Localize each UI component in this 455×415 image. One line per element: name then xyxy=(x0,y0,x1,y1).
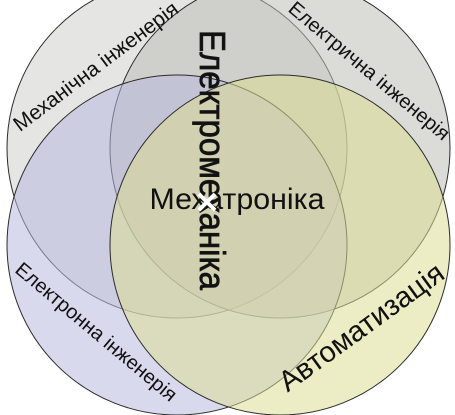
circle-automation xyxy=(109,74,451,415)
center-label-mechatronics: Мехатроніка xyxy=(150,183,325,216)
vertical-label-electromechanics: Електромеханіка xyxy=(192,30,233,291)
cross-mark: ✕ xyxy=(194,187,219,220)
